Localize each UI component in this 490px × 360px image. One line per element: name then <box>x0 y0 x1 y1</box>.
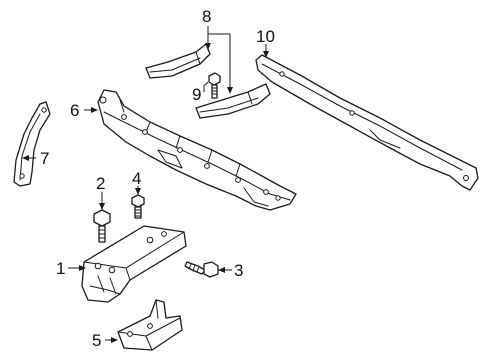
part-1-lower-support <box>81 225 187 303</box>
callout-9: 9 <box>192 85 201 104</box>
callout-2: 2 <box>96 174 105 193</box>
part-5-bottom-bracket <box>117 299 183 351</box>
part-2-bolt <box>93 209 111 243</box>
part-9-bolt <box>208 72 221 99</box>
leader-lines <box>22 26 269 343</box>
callout-8: 8 <box>202 7 211 26</box>
callout-6: 6 <box>70 101 79 120</box>
callout-labels: 1 2 3 4 5 6 7 8 9 10 <box>40 7 275 350</box>
part-6-radiator-support <box>97 89 297 211</box>
part-10-upper-tie-bar <box>255 54 479 191</box>
callout-7: 7 <box>40 149 49 168</box>
callout-3: 3 <box>234 261 243 280</box>
part-8-upper-bracket-left <box>145 43 211 79</box>
callout-5: 5 <box>92 331 101 350</box>
callout-1: 1 <box>56 259 65 278</box>
callout-4: 4 <box>132 169 141 188</box>
part-8-upper-bracket-right <box>195 83 271 119</box>
part-7-side-bracket <box>13 101 51 187</box>
part-4-bolt <box>131 194 145 219</box>
callout-10: 10 <box>256 27 275 46</box>
part-3-bolt <box>184 261 219 278</box>
